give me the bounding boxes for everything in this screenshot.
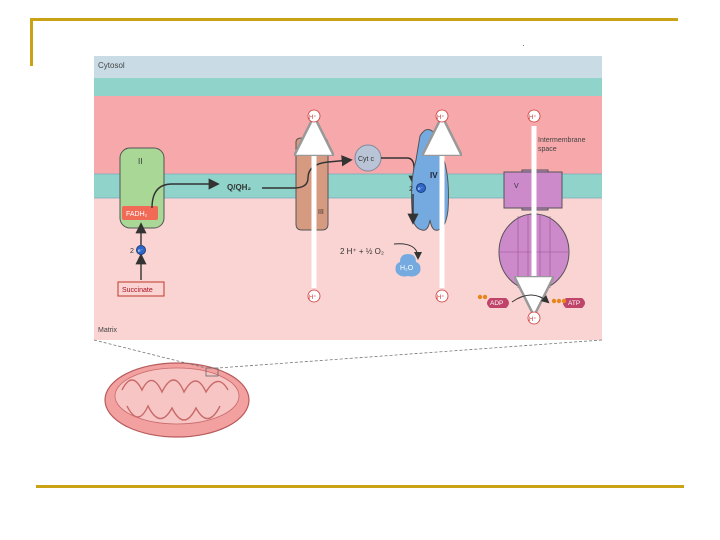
proton-iii-bottom-label: H⁺ xyxy=(309,294,317,301)
atp-label: ATP xyxy=(568,300,580,307)
proton-v-bottom xyxy=(527,311,541,325)
complex-iii-label: III xyxy=(318,209,324,216)
complex-v-label: V xyxy=(514,183,519,190)
electron-count-ii: 2 xyxy=(130,248,134,255)
adp-molecule xyxy=(487,298,509,308)
q-label: Q/QH₂ xyxy=(227,183,251,192)
water-label: H₂O xyxy=(400,265,414,272)
succinate-box xyxy=(117,281,165,297)
proton-iv-top xyxy=(435,109,449,123)
cytc-label: Cyt c xyxy=(358,156,374,163)
electron-count-iv: 2 xyxy=(409,186,413,193)
electron-symbol-ii: e⁻ xyxy=(138,248,144,253)
proton-iv-top-label: H⁺ xyxy=(437,114,445,121)
proton-iii-top-label: H⁺ xyxy=(309,114,317,121)
label-intermembrane: Intermembrane space xyxy=(538,137,587,153)
outer-membrane xyxy=(94,78,602,96)
slide-frame-bottom-line xyxy=(36,485,684,488)
proton-v-top-label: H⁺ xyxy=(529,114,537,121)
oxygen-equation: 2 H⁺ + ½ O₂ xyxy=(340,247,384,256)
water-molecule xyxy=(395,254,421,277)
proton-iii-top xyxy=(307,109,321,123)
zoom-line-right xyxy=(217,339,602,369)
label-cytosol: Cytosol xyxy=(98,61,125,70)
label-matrix: Matrix xyxy=(98,327,118,334)
proton-v-top xyxy=(527,109,541,123)
slide-frame-top-line xyxy=(30,18,678,21)
proton-iv-bottom xyxy=(435,289,449,303)
cytosol-region xyxy=(94,56,602,78)
proton-iii-bottom xyxy=(307,289,321,303)
label-intermembrane-line1: Intermembrane xyxy=(538,137,586,144)
complex-ii-label: II xyxy=(138,157,142,166)
slide-frame-left-line xyxy=(30,18,33,66)
intermembrane-region xyxy=(94,96,602,174)
electron-transport-chain-figure: · Cytosol Intermembrane space Matrix II … xyxy=(93,40,602,438)
label-intermembrane-line2: space xyxy=(538,146,557,153)
proton-v-bottom-label: H⁺ xyxy=(529,316,537,323)
complex-iv-label: IV xyxy=(430,171,438,180)
fadh2-label: FADH₂ xyxy=(126,211,148,218)
electron-symbol-iv: e⁻ xyxy=(418,186,424,191)
electron-ii xyxy=(136,245,146,255)
succinate-label: Succinate xyxy=(122,287,153,294)
adp-label: ADP xyxy=(490,300,503,307)
fadh2-box xyxy=(122,206,158,220)
atp-molecule xyxy=(563,298,585,308)
mitochondrion-inset xyxy=(104,362,250,438)
electron-iv xyxy=(416,183,426,193)
top-mark: · xyxy=(522,40,525,50)
proton-iv-bottom-label: H⁺ xyxy=(437,294,445,301)
zoom-line-left xyxy=(93,339,207,369)
